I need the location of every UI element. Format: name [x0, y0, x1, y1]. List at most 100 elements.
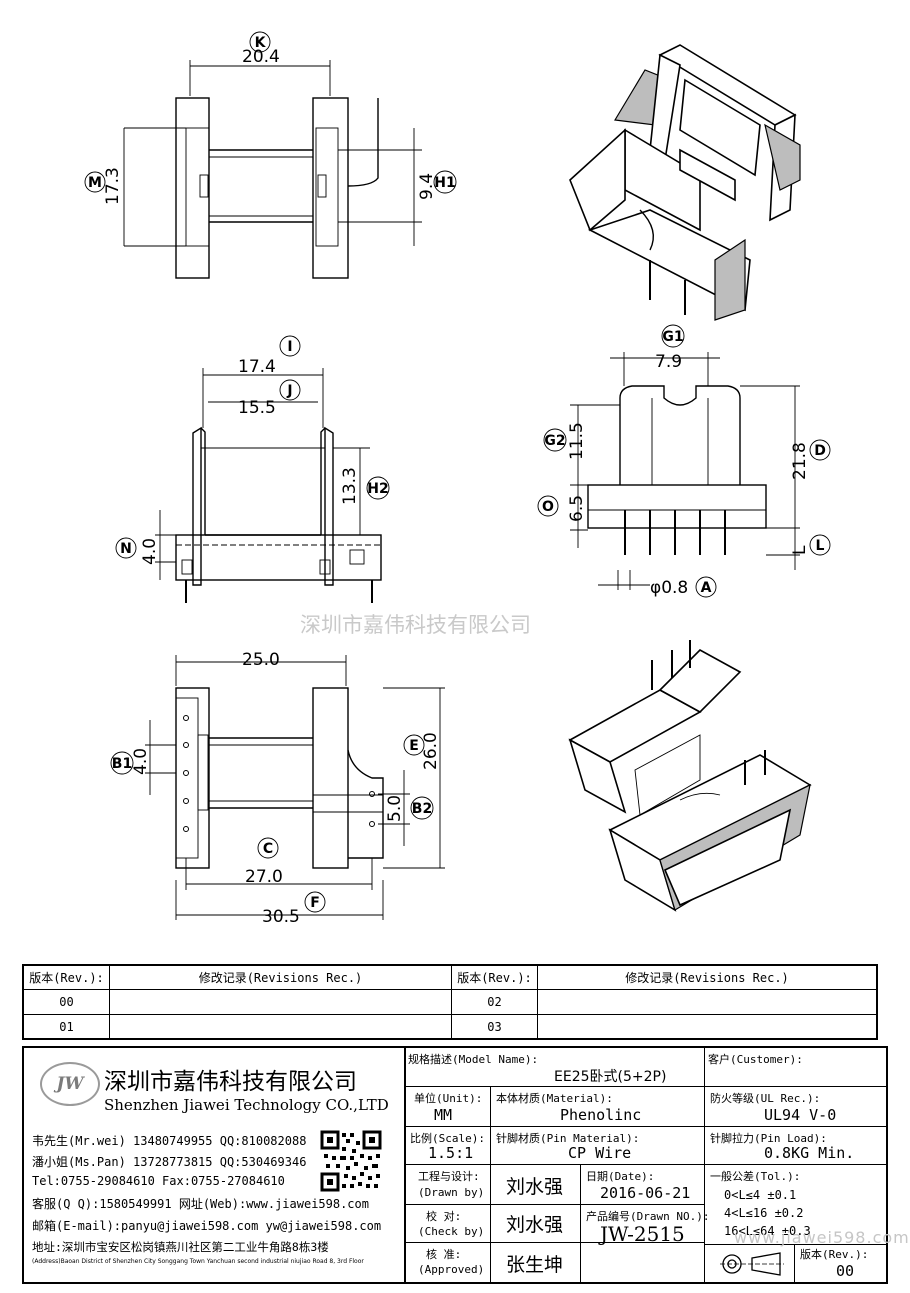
label-c: C — [263, 841, 273, 857]
model-name-label: 规格描述(Model Name): — [408, 1053, 539, 1066]
dim-0-8: φ0.8 — [650, 578, 688, 598]
contact-wei: 韦先生(Mr.wei) 13480749955 QQ:810082088 — [32, 1134, 307, 1148]
rec-row-02 — [538, 990, 876, 1015]
rev-row-03: 03 — [452, 1015, 538, 1038]
model-name-value: EE25卧式(5+2P) — [554, 1069, 667, 1085]
tolerance-row-2: 4<L≤16 ±0.2 — [724, 1206, 804, 1220]
dim-4-0-bottom: 4.0 — [131, 748, 151, 775]
unit-value: MM — [434, 1106, 453, 1124]
badge-h2: H2 — [366, 476, 390, 500]
contact-pan: 潘小姐(Ms.Pan) 13728773815 QQ:530469346 — [32, 1155, 307, 1169]
rec-col-header-2: 修改记录(Revisions Rec.) — [538, 966, 876, 990]
dim-17-4: 17.4 — [238, 357, 276, 377]
rev-row-00: 00 — [24, 990, 110, 1015]
label-m: M — [88, 175, 102, 191]
label-a: A — [701, 580, 712, 596]
badge-o: O — [537, 495, 559, 517]
dim-25-0: 25.0 — [242, 650, 280, 670]
front-view — [570, 352, 800, 590]
tolerance-label: 一般公差(Tol.): — [710, 1170, 801, 1183]
badge-i: I — [279, 335, 301, 357]
customer-label: 客户(Customer): — [708, 1053, 803, 1066]
badge-f: F — [304, 891, 326, 913]
title-block: JW 深圳市嘉伟科技有限公司 Shenzhen Jiawei Technolog… — [22, 1046, 909, 1284]
contact-email: 邮箱(E-mail):panyu@jiawei598.com yw@jiawei… — [32, 1219, 382, 1233]
dim-4-0-side: 4.0 — [140, 538, 160, 565]
drawn-no-value: JW-2515 — [600, 1222, 685, 1246]
label-k: K — [255, 35, 267, 51]
dim-15-5: 15.5 — [238, 398, 276, 418]
material-label: 本体材质(Material): — [496, 1092, 613, 1105]
pin-material-label: 针脚材质(Pin Material): — [496, 1132, 640, 1145]
dim-17-3: 17.3 — [103, 167, 123, 205]
badge-h1: H1 — [433, 170, 457, 194]
ul-value: UL94 V-0 — [764, 1106, 837, 1124]
revision-table: 版本(Rev.): 修改记录(Revisions Rec.) 版本(Rev.):… — [22, 964, 878, 1040]
dim-20-4: 20.4 — [242, 47, 280, 67]
logo-text: JW — [56, 1074, 84, 1094]
bottom-view — [145, 655, 445, 920]
drawn-by-label-en: (Drawn by) — [418, 1186, 485, 1199]
rec-row-01 — [110, 1015, 452, 1038]
badge-l: L — [809, 534, 831, 556]
badge-b1: B1 — [110, 751, 134, 775]
label-h2: H2 — [367, 481, 388, 497]
check-by-value: 刘水强 — [506, 1214, 564, 1236]
dim-7-9: 7.9 — [655, 352, 682, 372]
badge-a: A — [695, 576, 717, 598]
pin-material-value: CP Wire — [568, 1144, 632, 1162]
tolerance-row-3: 16<L≤64 ±0.3 — [724, 1224, 811, 1238]
label-n: N — [120, 541, 132, 557]
date-label: 日期(Date): — [586, 1170, 655, 1183]
label-o: O — [542, 499, 554, 515]
scale-value: 1.5:1 — [428, 1144, 474, 1162]
dim-l: L — [790, 545, 810, 555]
dim-9-4: 9.4 — [417, 173, 437, 200]
company-name-en: Shenzhen Jiawei Technology CO.,LTD — [104, 1096, 389, 1114]
dim-5-0: 5.0 — [385, 795, 405, 822]
company-name-cn: 深圳市嘉伟科技有限公司 — [104, 1069, 357, 1095]
badge-m: M — [84, 171, 106, 193]
qr-code — [320, 1130, 382, 1192]
contact-tel-fax: Tel:0755-29084610 Fax:0755-27084610 — [32, 1174, 285, 1188]
contact-address-en: (Address)Baoan District of Shenzhen City… — [32, 1258, 364, 1265]
material-value: Phenolinc — [560, 1106, 642, 1124]
technical-drawing: 20.4 K 17.3 M 9.4 H1 — [84, 31, 831, 927]
isometric-view-top — [569, 44, 801, 321]
projection-symbol-icon — [720, 1252, 784, 1276]
url-watermark: www.jiawei598.com — [734, 1228, 910, 1247]
label-b2: B2 — [412, 801, 432, 817]
check-by-label: 校 对: — [426, 1210, 462, 1223]
spec-grid: 规格描述(Model Name): EE25卧式(5+2P) 客户(Custom… — [404, 1048, 909, 1282]
rec-row-03 — [538, 1015, 876, 1038]
badge-k: K — [249, 31, 271, 53]
top-left-view — [123, 60, 422, 279]
isometric-view-bottom — [568, 640, 812, 912]
company-panel: JW 深圳市嘉伟科技有限公司 Shenzhen Jiawei Technolog… — [24, 1048, 406, 1282]
rev-value: 00 — [836, 1262, 855, 1280]
rec-row-00 — [110, 990, 452, 1015]
dim-11-5: 11.5 — [567, 422, 587, 460]
pin-load-label: 针脚拉力(Pin Load): — [710, 1132, 827, 1145]
badge-c: C — [257, 837, 279, 859]
label-b1: B1 — [112, 756, 132, 772]
drawn-no-label: 产品编号(Drawn NO.): — [586, 1210, 710, 1223]
badge-g1: G1 — [661, 324, 685, 348]
badge-b2: B2 — [410, 796, 434, 820]
drawn-by-label: 工程与设计: — [418, 1170, 480, 1183]
scale-label: 比例(Scale): — [410, 1132, 485, 1145]
dim-6-5: 6.5 — [567, 495, 587, 522]
dim-26-0: 26.0 — [421, 732, 441, 770]
approve-label-en: (Approved) — [418, 1263, 485, 1276]
badge-j: J — [279, 379, 301, 401]
rev-col-header: 版本(Rev.): — [24, 966, 110, 990]
dim-27-0: 27.0 — [245, 867, 283, 887]
approve-value: 张生坤 — [506, 1254, 564, 1276]
badge-g2: G2 — [543, 428, 567, 452]
rev-label: 版本(Rev.): — [800, 1248, 869, 1261]
company-watermark: 深圳市嘉伟科技有限公司 — [300, 613, 531, 637]
rev-col-header-2: 版本(Rev.): — [452, 966, 538, 990]
dim-30-5: 30.5 — [262, 907, 300, 927]
label-g1: G1 — [662, 329, 683, 345]
label-f: F — [310, 895, 320, 911]
